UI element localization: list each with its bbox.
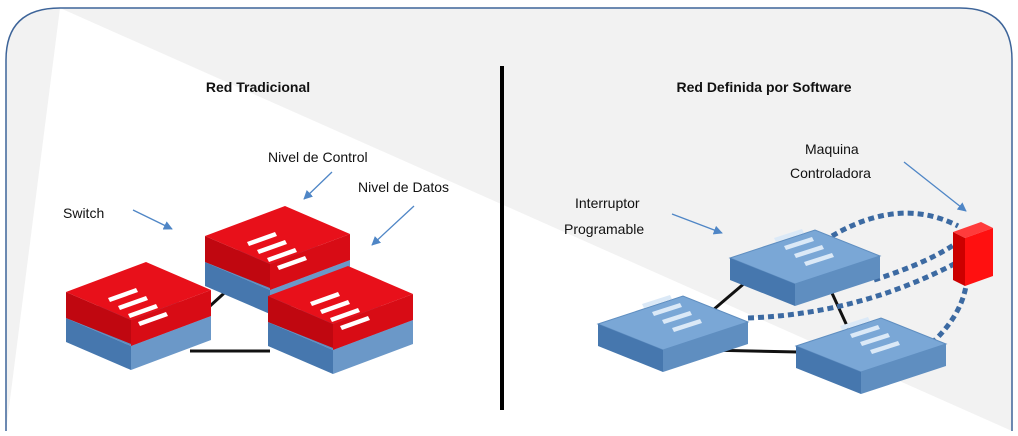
label-interruptor-line2: Programable [564,221,644,237]
controller-icon [953,222,993,286]
dotted-links [747,210,969,352]
arrow-icon-controladora [903,161,967,212]
arrow-icon-datos [371,205,415,246]
arrow-icon-control [303,171,333,200]
label-maquina-line2: Controladora [790,165,871,181]
switch-icon-left [66,262,211,370]
arrow-icon-switch [132,209,173,230]
label-switch: Switch [63,205,104,221]
arrow-icon-interruptor [671,213,723,235]
label-maquina-line1: Maquina [805,141,859,157]
label-interruptor-line1: Interruptor [575,195,640,211]
right-title: Red Definida por Software [676,79,851,95]
panel-frame [5,7,1013,431]
label-nivel-control: Nivel de Control [268,149,368,165]
switch-icon-sdn-left [597,294,749,373]
left-title: Red Tradicional [206,79,310,95]
label-nivel-datos: Nivel de Datos [358,179,449,195]
